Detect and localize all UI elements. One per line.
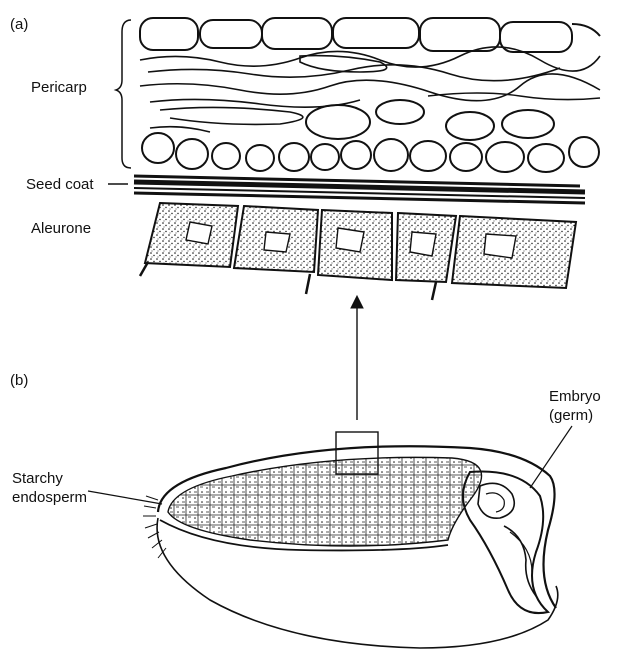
pericarp-tube-cells	[306, 100, 554, 140]
connector-arrow	[351, 296, 363, 420]
seed-coat-layer	[108, 176, 585, 203]
pericarp-bracket	[116, 20, 131, 168]
pericarp-hairs	[143, 496, 166, 558]
pericarp-outer-cells	[140, 18, 600, 52]
